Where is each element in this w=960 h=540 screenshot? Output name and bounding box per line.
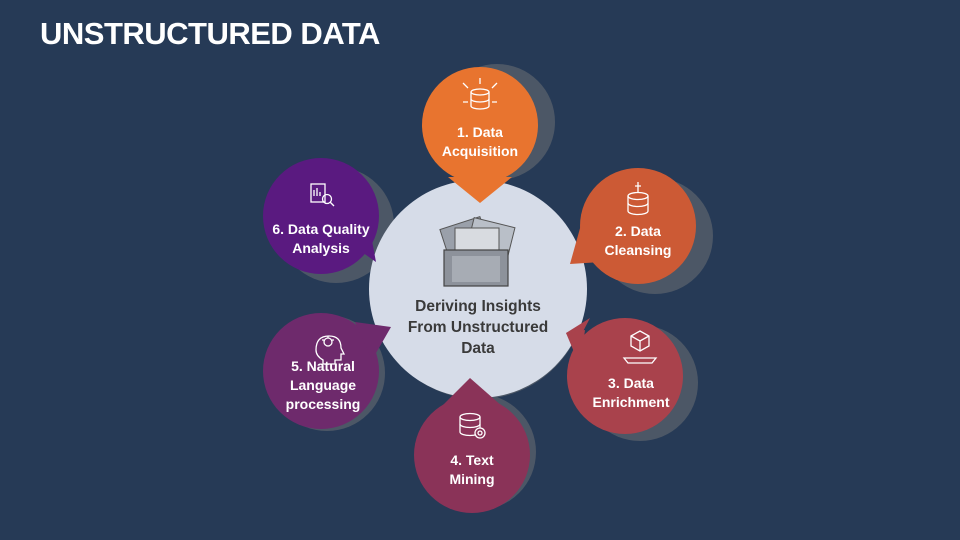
- center-circle: [369, 180, 587, 398]
- petal-2: [570, 168, 696, 284]
- petal-6: [263, 158, 379, 274]
- step-2-label: 2. Data Cleansing: [604, 223, 672, 258]
- step-4-label: 4. Text Mining: [449, 452, 495, 487]
- petal-5: [263, 313, 391, 429]
- brain-head-icon: [315, 335, 346, 365]
- petal-4: [414, 378, 530, 513]
- center-label-line-2: From Unstructured: [407, 319, 549, 336]
- petal-1: [422, 67, 538, 203]
- database-gear-icon: [459, 412, 486, 439]
- petal-3: [566, 318, 683, 434]
- page-title: UNSTRUCTURED DATA: [40, 16, 380, 51]
- step-6-label: 6. Data Quality Analysis: [272, 221, 370, 256]
- step-1-label: 1. Data Acquisition: [441, 124, 519, 159]
- database-inbound-icon: [462, 78, 498, 110]
- center-label-line-3: Data: [461, 340, 495, 357]
- database-brush-icon: [627, 182, 649, 216]
- step-5-label: 5. Natural Language processing: [285, 358, 361, 412]
- step-3-label: 3. Data Enrichment: [592, 375, 670, 410]
- center-label: Deriving Insights From Unstructured Data: [383, 296, 573, 359]
- report-magnifier-icon: [310, 183, 335, 207]
- cube-stand-icon: [622, 330, 658, 364]
- center-label-line-1: Deriving Insights: [415, 298, 541, 315]
- folder-documents-icon: [439, 216, 516, 287]
